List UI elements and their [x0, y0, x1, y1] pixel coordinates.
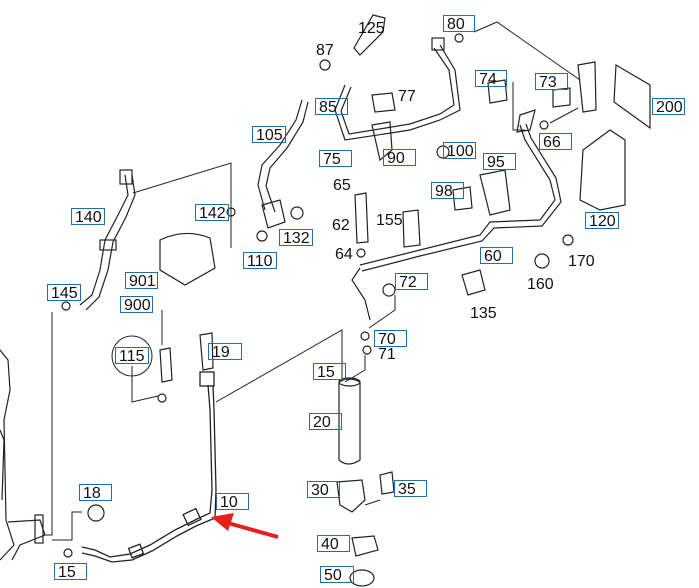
callout-75[interactable]: 75 — [319, 150, 352, 168]
callout-15-condenser[interactable]: 15 — [54, 563, 87, 581]
small-parts — [61, 14, 651, 587]
callout-135[interactable]: 135 — [470, 305, 497, 322]
callout-18[interactable]: 18 — [79, 484, 112, 502]
callout-132[interactable]: 132 — [279, 229, 313, 247]
callout-120[interactable]: 120 — [585, 212, 619, 230]
callout-77[interactable]: 77 — [398, 88, 416, 105]
callout-40[interactable]: 40 — [317, 535, 350, 553]
callout-95[interactable]: 95 — [483, 153, 516, 171]
callout-15-drier[interactable]: 15 — [313, 363, 346, 381]
callout-66[interactable]: 66 — [539, 133, 572, 151]
callout-85[interactable]: 85 — [315, 98, 348, 116]
callout-110[interactable]: 110 — [243, 252, 277, 270]
hose-105 — [257, 99, 309, 229]
callout-50[interactable]: 50 — [320, 566, 354, 584]
callout-65[interactable]: 65 — [333, 177, 351, 194]
callout-145[interactable]: 145 — [47, 284, 81, 302]
callout-10[interactable]: 10 — [216, 493, 249, 511]
hose-60 — [351, 109, 562, 321]
hose-140 — [79, 169, 136, 311]
callout-125[interactable]: 125 — [358, 20, 385, 37]
callout-87[interactable]: 87 — [316, 42, 334, 59]
callout-64[interactable]: 64 — [335, 246, 353, 263]
callout-90[interactable]: 90 — [383, 149, 416, 167]
highlight-arrow — [211, 513, 279, 539]
callout-35[interactable]: 35 — [394, 480, 427, 498]
callout-20[interactable]: 20 — [309, 413, 342, 431]
callout-901[interactable]: 901 — [125, 272, 158, 290]
callout-160[interactable]: 160 — [527, 276, 554, 293]
callout-170[interactable]: 170 — [568, 253, 595, 270]
callout-100[interactable]: 100 — [443, 142, 476, 160]
hose-10 — [81, 371, 217, 563]
callout-62[interactable]: 62 — [332, 217, 350, 234]
callout-60[interactable]: 60 — [480, 247, 513, 265]
callout-900[interactable]: 900 — [120, 296, 153, 314]
callout-98[interactable]: 98 — [431, 182, 464, 200]
callout-70[interactable]: 70 — [374, 330, 407, 348]
callout-74[interactable]: 74 — [475, 70, 507, 88]
callout-72[interactable]: 72 — [395, 273, 428, 291]
callout-80[interactable]: 80 — [443, 15, 475, 33]
receiver-drier-20 — [338, 377, 361, 465]
callout-19[interactable]: 19 — [208, 343, 242, 361]
callout-140[interactable]: 140 — [71, 208, 105, 226]
callout-142[interactable]: 142 — [195, 204, 229, 222]
callout-155[interactable]: 155 — [376, 212, 403, 229]
callout-73[interactable]: 73 — [535, 73, 568, 91]
callout-115[interactable]: 115 — [115, 347, 149, 365]
callout-105[interactable]: 105 — [252, 126, 286, 144]
callout-71[interactable]: 71 — [378, 346, 396, 363]
callout-30[interactable]: 30 — [307, 481, 340, 499]
condenser-part — [0, 349, 46, 561]
callout-200[interactable]: 200 — [652, 98, 685, 116]
